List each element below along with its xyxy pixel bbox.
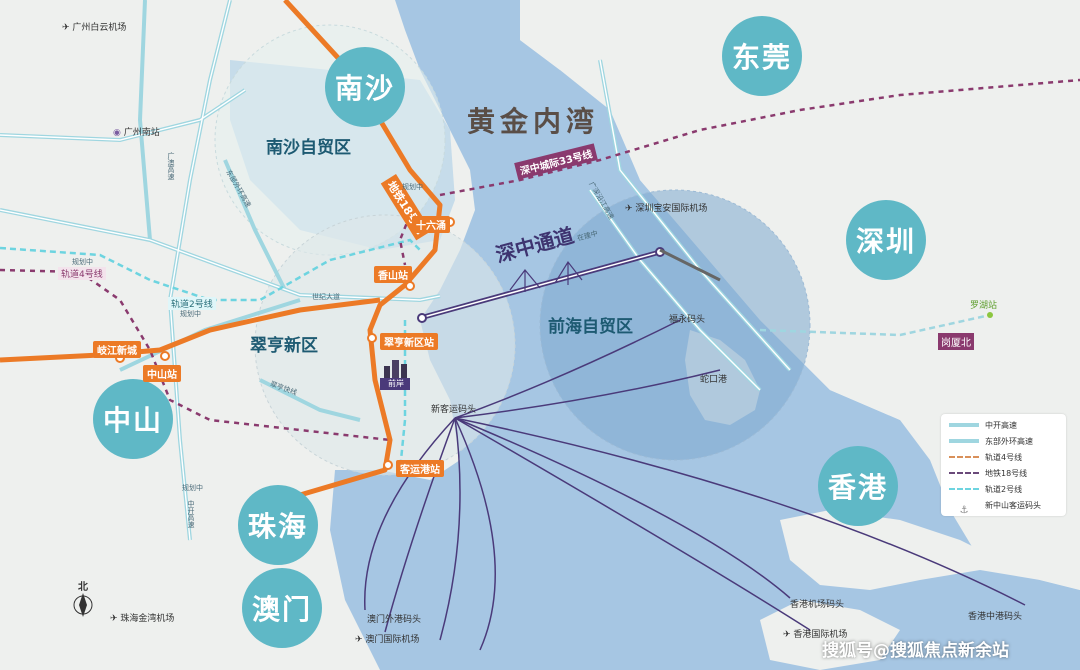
station-keyun: 客运港站 xyxy=(396,460,444,477)
pier-new-zhongshan: 新客运码头 xyxy=(431,405,477,415)
city-shenzhen: 深圳 xyxy=(846,200,926,280)
ferry-routes xyxy=(364,319,1026,651)
airport-icon: ✈ xyxy=(62,23,70,33)
station-qijiang: 岐江新城 xyxy=(93,341,141,358)
place-gz-south: ◉ 广州南站 xyxy=(113,125,160,138)
station-xiangshan: 香山站 xyxy=(374,266,412,283)
airport-baiyun-label: 广州白云机场 xyxy=(72,23,127,33)
city-hongkong: 香港 xyxy=(818,446,898,526)
legend-item: ⚓新中山客运码头 xyxy=(959,500,1041,517)
airport-baiyun: ✈ 广州白云机场 xyxy=(62,20,126,33)
rail2-line xyxy=(0,238,421,302)
airport-macau-label: 澳门国际机场 xyxy=(365,635,420,645)
pier-macau-outer: 澳门外港码头 xyxy=(367,615,422,625)
passage-line-inner xyxy=(419,251,661,319)
compass-icon xyxy=(73,593,93,617)
shenzhen-rail xyxy=(759,313,991,337)
intercity33-line xyxy=(439,78,1080,197)
airport-baoan: ✈ 深圳宝安国际机场 xyxy=(625,201,707,214)
legend-item: 轨道4号线 xyxy=(949,451,1022,463)
airport-hk-label: 香港国际机场 xyxy=(793,630,848,640)
legend-item: 中开高速 xyxy=(949,419,1017,431)
line-gz-macau: 广澳高速 xyxy=(167,152,175,180)
highway-centerlines xyxy=(0,0,791,541)
airport-baoan-label: 深圳宝安国际机场 xyxy=(635,204,708,214)
airport-icon: ✈ xyxy=(355,635,363,645)
airport-icon: ✈ xyxy=(110,614,118,624)
line-century-ave: 世纪大道 xyxy=(312,293,340,301)
legend-item: 地铁18号线 xyxy=(949,467,1027,479)
legend-label: 轨道2号线 xyxy=(985,484,1023,494)
rail2-branch xyxy=(398,320,407,471)
zone-nansha-ftz: 南沙自贸区 xyxy=(266,138,351,158)
zone-cuiheng: 翠亨新区 xyxy=(250,336,318,356)
line-rail2-tag: 轨道2号线 xyxy=(168,297,216,310)
legend-label: 新中山客运码头 xyxy=(985,500,1041,510)
lantau-land xyxy=(760,600,900,670)
pier-fuyong: 福永码头 xyxy=(669,315,706,325)
project-label: 前岸 xyxy=(388,379,404,388)
line-rail4-sub: 规划中 xyxy=(72,258,93,266)
station-shiliuyong: 十六涌 xyxy=(412,216,450,233)
zone-qianhai-ftz: 前海自贸区 xyxy=(548,317,633,337)
passage-end-west xyxy=(417,313,427,323)
city-nansha: 南沙 xyxy=(325,47,405,127)
compass-label: 北 xyxy=(78,582,88,593)
project-building xyxy=(380,360,410,390)
metro18-sub: 规划中 xyxy=(402,183,423,191)
legend-label: 地铁18号线 xyxy=(985,468,1028,478)
line-rail4-tag: 轨道4号线 xyxy=(58,267,106,280)
station-luohu: 罗湖站 xyxy=(970,301,998,311)
legend: 中开高速 东部外环高速 轨道4号线 地铁18号线 轨道2号线 ⚓新中山客运码头 xyxy=(941,414,1066,516)
bay-title: 黄金内湾 xyxy=(467,105,600,138)
city-zhuhai: 珠海 xyxy=(238,485,318,565)
metro18-west xyxy=(0,297,381,363)
line-rail2-sub: 规划中 xyxy=(180,310,201,318)
station-zhongshan: 中山站 xyxy=(143,365,181,382)
pier-hk-china-ferry: 香港中港码头 xyxy=(968,612,1023,622)
line-zhongkai: 中开高速 xyxy=(187,500,195,528)
airport-hk: ✈ 香港国际机场 xyxy=(783,627,847,640)
city-dongguan: 东莞 xyxy=(722,16,802,96)
train-icon: ◉ xyxy=(113,128,121,138)
city-macau: 澳门 xyxy=(242,568,322,648)
shenzhen-land xyxy=(520,0,1080,430)
airport-macau: ✈ 澳门国际机场 xyxy=(355,632,419,645)
legend-label: 东部外环高速 xyxy=(985,436,1033,446)
watermark: 搜狐号@搜狐焦点新余站 xyxy=(822,641,1009,661)
luohu-marker xyxy=(987,312,993,318)
place-gz-south-label: 广州南站 xyxy=(123,128,160,138)
pier-shekou: 蛇口港 xyxy=(700,375,728,385)
airport-jinwan: ✈ 珠海金湾机场 xyxy=(110,611,174,624)
legend-item: 东部外环高速 xyxy=(949,435,1033,447)
rail4-branch xyxy=(398,214,412,266)
station-cuiheng: 翠亨新区站 xyxy=(380,333,438,350)
airport-icon: ✈ xyxy=(625,204,633,214)
legend-label: 轨道4号线 xyxy=(985,452,1023,462)
legend-label: 中开高速 xyxy=(985,420,1017,430)
airport-icon: ✈ xyxy=(783,630,791,640)
legend-item: 轨道2号线 xyxy=(949,483,1022,495)
airport-jinwan-label: 珠海金湾机场 xyxy=(120,614,175,624)
city-zhongshan: 中山 xyxy=(93,379,173,459)
station-gangxia: 岗厦北 xyxy=(938,333,974,350)
pier-hk-airport: 香港机场码头 xyxy=(790,600,845,610)
qianhai-circle xyxy=(539,189,811,461)
bridge-icon xyxy=(509,260,583,292)
line-zhongkai-sub: 规划中 xyxy=(182,484,203,492)
airport-runway xyxy=(659,248,721,282)
